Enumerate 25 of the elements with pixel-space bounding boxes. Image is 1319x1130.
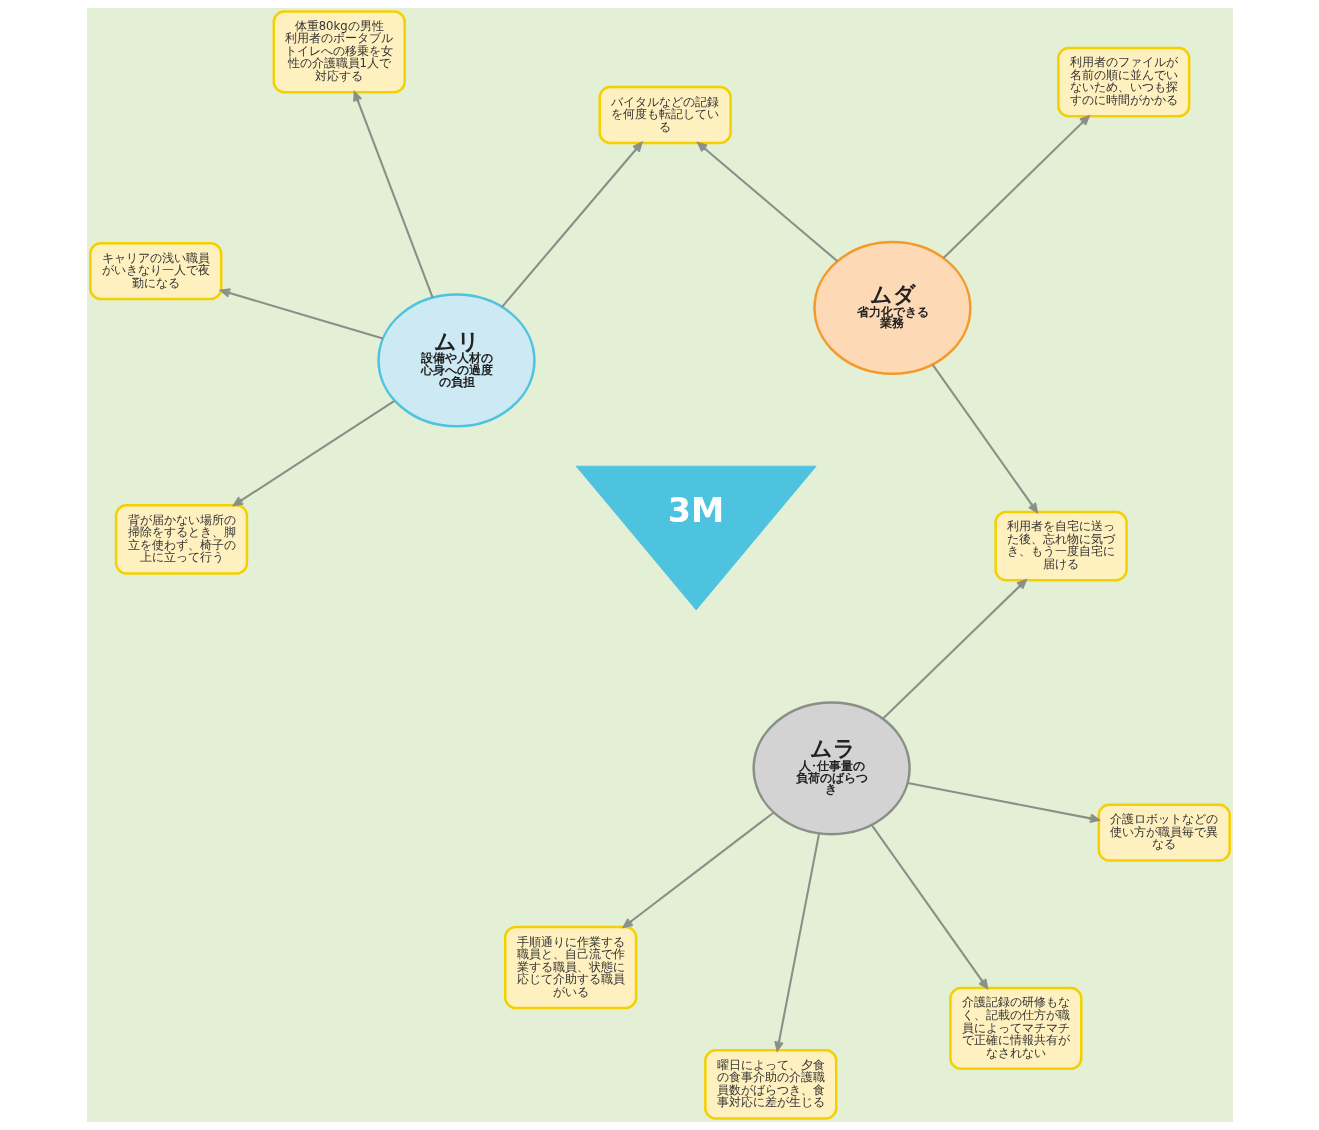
arrow <box>942 115 1090 259</box>
node-box: 利用者を自宅に送った後、忘れ物に気づき、もう一度自宅に届ける <box>993 510 1128 582</box>
node-ellipse: ムダ 省力化できる業務 <box>812 240 972 375</box>
node-ellipse: ムラ 人･仕事量の負荷のばらつき <box>751 701 911 836</box>
arrow <box>219 288 383 340</box>
node-box: バイタルなどの記録を何度も転記している <box>598 85 732 145</box>
node-box: 介護ロボットなどの使い方が職員毎で異なる <box>1097 803 1231 862</box>
arrow <box>352 91 434 298</box>
arrow <box>500 141 642 308</box>
node-box: キャリアの浅い職員がいきなり一人で夜勤になる <box>88 241 222 301</box>
node-box: 介護記録の研修もなく、記載の仕方が職員によってマチマチで正確に情報共有がなされない <box>948 986 1082 1071</box>
node-box: 手順通りに作業する職員と、自己流で作業する職員、状態に応じて介助する職員がいる <box>503 925 637 1010</box>
arrow <box>881 579 1027 720</box>
arrow <box>931 364 1038 513</box>
node-box: 曜日によって、夕食の食事介助の介護職員数がばらつき、食事対応に差が生じる <box>703 1049 837 1120</box>
arrow <box>773 833 820 1052</box>
node-box: 体重80kgの男性利用者のポータブルトイレへの移乗を女性の介護職員1人で対応する <box>272 10 406 94</box>
arrow <box>696 142 838 262</box>
node-box: 背が届かない場所の掃除をするとき、脚立を使わず、椅子の上に立って行う <box>114 503 248 575</box>
node-box: 利用者のファイルが名前の順に並んでいないため、いつも探すのに時間がかかる <box>1056 46 1190 118</box>
arrow <box>907 782 1100 824</box>
arrow <box>870 824 988 989</box>
arrow <box>232 399 395 507</box>
arrow <box>622 811 774 928</box>
node-ellipse: ムリ 設備や人材の心身への過度の負担 <box>376 293 536 428</box>
